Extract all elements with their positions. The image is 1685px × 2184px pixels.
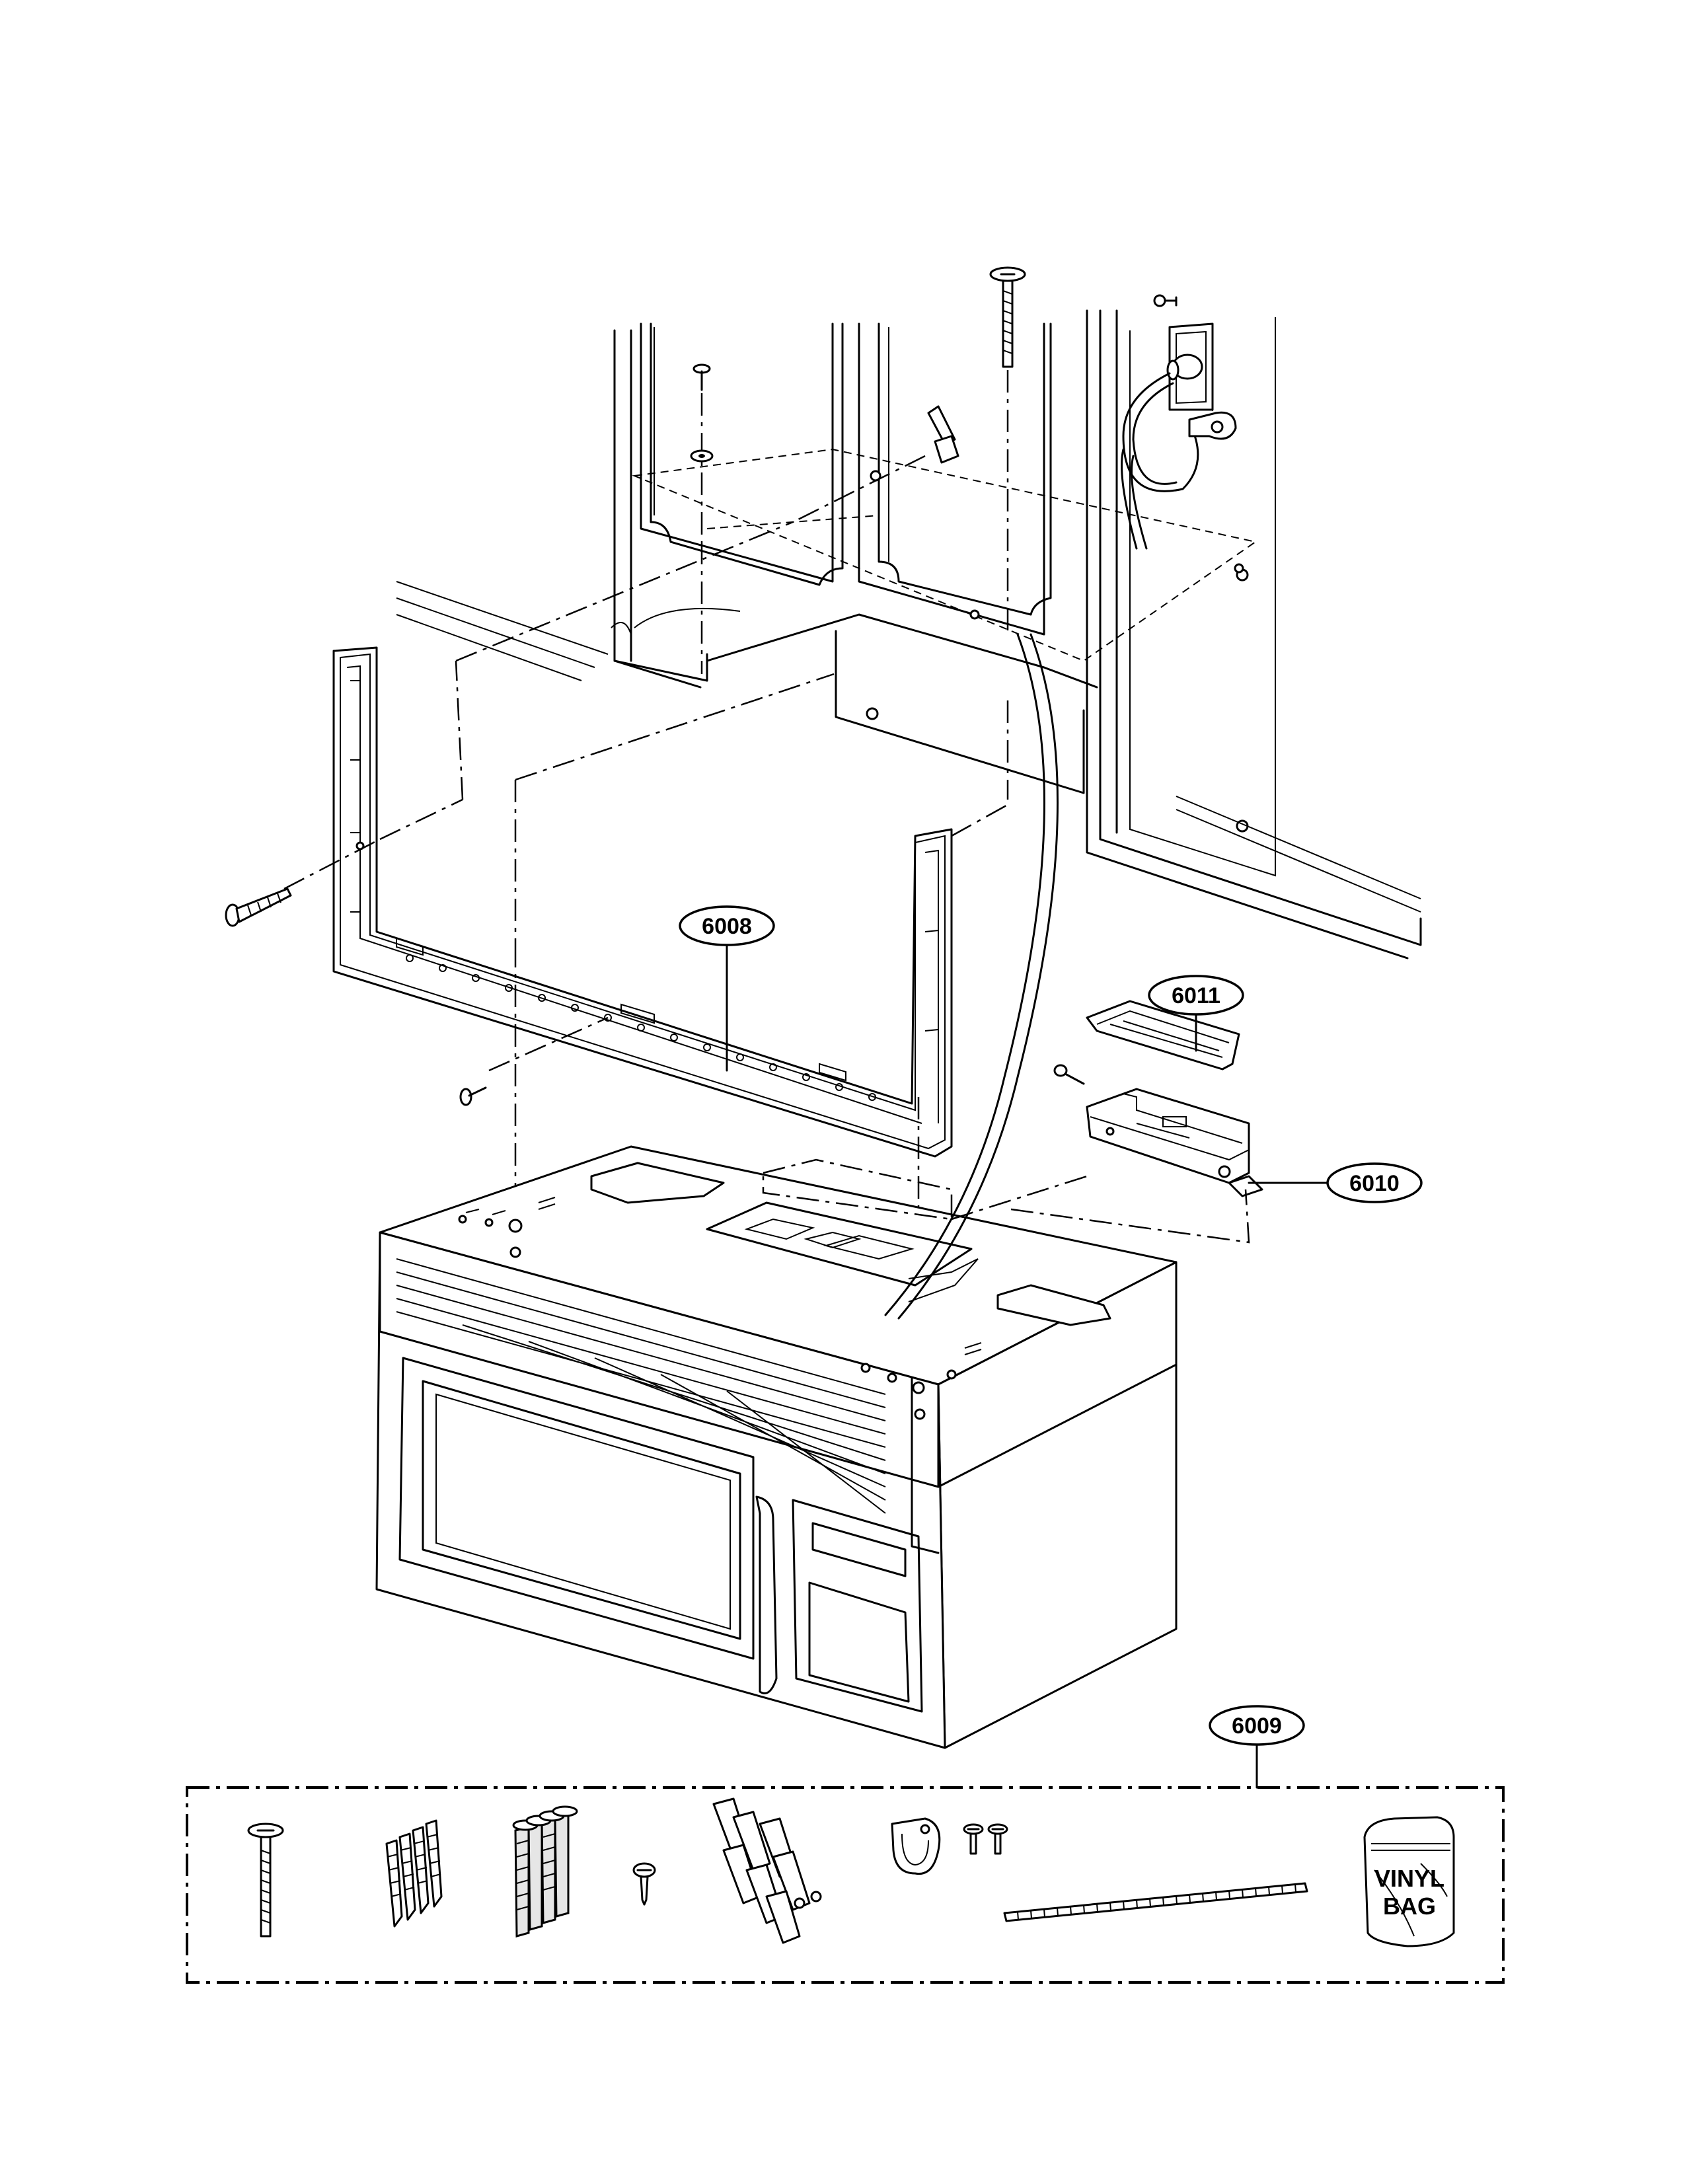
clamp-screw-icon bbox=[987, 1823, 1008, 1855]
cord-clamp-icon bbox=[891, 1817, 941, 1875]
vinyl-bag-icon: VINYL BAG bbox=[1363, 1816, 1455, 1947]
vinyl-bag-label-line1: VINYL bbox=[1374, 1865, 1444, 1892]
cord-clamp-icon bbox=[1188, 411, 1237, 440]
vinyl-bag-label-line2: BAG bbox=[1383, 1893, 1436, 1920]
callout-6008: 6008 bbox=[679, 905, 775, 1072]
assembly-guides bbox=[283, 521, 1012, 1381]
long-screw-icon bbox=[989, 266, 1026, 368]
toggle-wings-icon bbox=[712, 1797, 822, 1944]
anchor-bolts-icon bbox=[512, 1805, 578, 1938]
plate-screw-icon bbox=[459, 1086, 487, 1106]
upper-cabinets bbox=[396, 309, 1422, 960]
microwave-oven bbox=[375, 633, 1178, 1749]
mounting-plate bbox=[332, 646, 953, 1158]
long-bolt-icon bbox=[247, 1823, 284, 1938]
callout-6011: 6011 bbox=[1148, 975, 1244, 1052]
clamp-screw-icon bbox=[963, 1823, 984, 1855]
small-screw-icon bbox=[632, 1862, 656, 1906]
small-screw-icon bbox=[693, 363, 711, 391]
exhaust-adaptor-part bbox=[1053, 1064, 1263, 1197]
top-hardware bbox=[690, 266, 1237, 800]
washer-icon bbox=[690, 449, 714, 463]
callout-label-6011: 6011 bbox=[1172, 983, 1220, 1008]
hardware-kit-box: VINYL BAG bbox=[186, 1786, 1505, 1984]
wood-screws-icon bbox=[385, 1819, 443, 1928]
callout-6009: 6009 bbox=[1209, 1705, 1305, 1789]
toggle-bolt-icon bbox=[927, 405, 959, 464]
callout-6010: 6010 bbox=[1248, 1162, 1423, 1203]
callout-label-6010: 6010 bbox=[1349, 1171, 1400, 1196]
callout-label-6009: 6009 bbox=[1232, 1713, 1282, 1739]
callout-label-6008: 6008 bbox=[702, 914, 752, 939]
wall-screw-icon bbox=[225, 887, 292, 927]
filler-strip-icon bbox=[1003, 1882, 1308, 1922]
power-outlet-icon bbox=[1153, 294, 1214, 423]
